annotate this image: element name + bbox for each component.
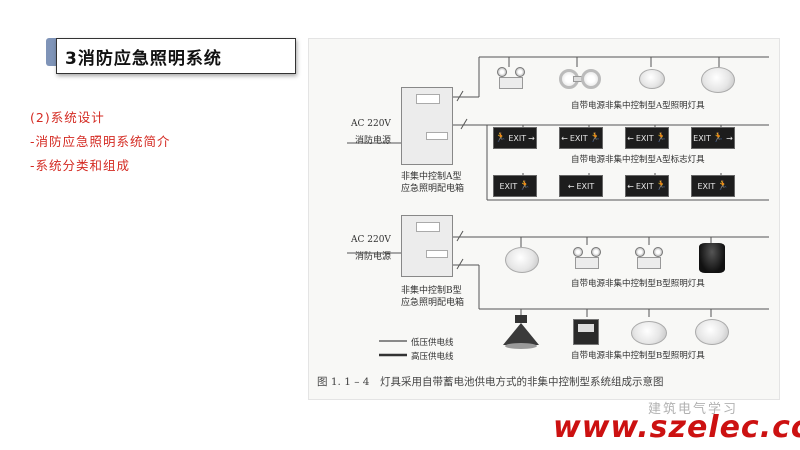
box-lamp-icon — [573, 319, 599, 345]
spot-lamp-icon — [559, 67, 601, 93]
watermark-url: www.szelec.cc — [553, 410, 800, 445]
cabinet-a-input-sub: 消防电源 — [355, 136, 392, 146]
ceiling-lamp-icon — [701, 67, 735, 93]
cabinet-b-name-1: 非集中控制B型 — [401, 286, 462, 296]
ceiling-lamp-icon — [631, 321, 667, 345]
exit-sign-text: EXIT — [635, 133, 654, 143]
ceiling-lamp-icon — [695, 319, 729, 345]
cabinet-a-input-label: AC 220V — [351, 119, 391, 129]
exit-sign-icon: ←EXIT🏃 — [625, 175, 669, 197]
topic-item: -消防应急照明系统简介 — [30, 134, 171, 149]
exit-sign-text: EXIT — [508, 133, 527, 143]
cabinet-a-plate — [426, 132, 448, 140]
ceiling-lamp-icon — [639, 69, 665, 89]
watermark-source: 建筑电气学习 — [648, 402, 739, 417]
row-label-b-lamps-2: 自带电源非集中控制型B型照明灯具 — [571, 351, 705, 361]
exit-sign-icon: ←EXIT🏃 — [559, 127, 603, 149]
dual-head-lamp-icon — [571, 245, 603, 271]
cabinet-b-plate — [426, 250, 448, 258]
row-label-b-lamps-1: 自带电源非集中控制型B型照明灯具 — [571, 279, 705, 289]
dual-head-lamp-icon — [495, 65, 527, 91]
cabinet-a-name-1: 非集中控制A型 — [401, 172, 462, 182]
cabinet-b-input-label: AC 220V — [351, 235, 391, 245]
legend-high-voltage: 高压供电线 — [411, 352, 454, 362]
exit-sign-text: EXIT — [697, 181, 716, 191]
cabinet-a-name-2: 应急照明配电箱 — [401, 184, 465, 194]
dual-head-lamp-icon — [633, 245, 665, 271]
row-label-a-lamps: 自带电源非集中控制型A型照明灯具 — [571, 101, 705, 111]
exit-sign-icon: EXIT🏃 — [691, 175, 735, 197]
cabinet-b — [401, 215, 453, 277]
exit-sign-icon: EXIT🏃→ — [691, 127, 735, 149]
slide-title-box: 3消防应急照明系统 — [56, 38, 296, 74]
wiring-lines — [347, 56, 769, 357]
figure-caption: 图 1. 1 – 4 灯具采用自带蓄电池供电方式的非集中控制型系统组成示意图 — [317, 376, 664, 388]
exit-sign-text: EXIT — [576, 181, 595, 191]
downlight-icon — [699, 243, 725, 273]
exit-sign-text: EXIT — [499, 181, 518, 191]
exit-sign-icon: ←EXIT — [559, 175, 603, 197]
topic-list: (2)系统设计 -消防应急照明系统简介 -系统分类和组成 — [30, 106, 171, 178]
ceiling-lamp-icon — [505, 247, 539, 273]
topic-item: -系统分类和组成 — [30, 158, 131, 173]
exit-sign-icon: 🏃EXIT→ — [493, 127, 537, 149]
system-diagram-figure: AC 220V 消防电源 非集中控制A型 应急照明配电箱 自带电源非集中控制型A… — [308, 38, 780, 400]
exit-sign-text: EXIT — [569, 133, 588, 143]
cabinet-a — [401, 87, 453, 165]
topic-item: (2)系统设计 — [30, 110, 105, 125]
cabinet-b-input-sub: 消防电源 — [355, 252, 392, 262]
exit-sign-icon: EXIT🏃 — [493, 175, 537, 197]
high-bay-lamp-icon — [503, 315, 539, 349]
legend-low-voltage: 低压供电线 — [411, 338, 454, 348]
exit-sign-text: EXIT — [635, 181, 654, 191]
cabinet-a-header — [416, 94, 440, 104]
slide-title: 3消防应急照明系统 — [65, 48, 222, 69]
exit-sign-text: EXIT — [693, 133, 711, 143]
cabinet-b-name-2: 应急照明配电箱 — [401, 298, 465, 308]
exit-sign-icon: ←EXIT🏃 — [625, 127, 669, 149]
row-label-a-signs: 自带电源非集中控制型A型标志灯具 — [571, 155, 705, 165]
cabinet-b-header — [416, 222, 440, 232]
